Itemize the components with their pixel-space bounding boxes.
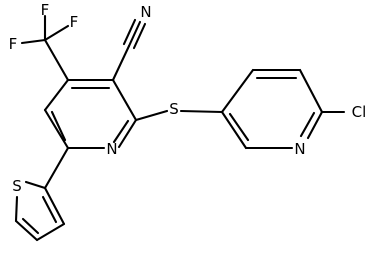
atom-n-nitrile: N <box>140 3 151 21</box>
atom-f-top: F <box>41 1 50 19</box>
bond-th-c2-s <box>24 180 47 190</box>
bond-ring-c2-n1-inner <box>112 119 130 144</box>
bond-cp-c6-n1-inner <box>299 111 316 138</box>
atom-f-left: F <box>9 35 18 53</box>
bond-cp-c3-c4 <box>220 68 255 114</box>
bond-th-c5-c4-inner <box>21 217 40 235</box>
trifluoromethyl-group <box>20 14 70 82</box>
bond-c-f-left <box>20 38 47 45</box>
bond-cp-c2-c3 <box>220 110 248 150</box>
atom-n-pyridine-right: N <box>294 140 305 158</box>
chloropyridine-ring <box>220 68 346 150</box>
thioether-linkage <box>134 109 224 122</box>
pyridine-ring-core <box>43 78 138 150</box>
atom-f-right: F <box>70 13 79 31</box>
bond-cf3-ring <box>43 38 70 82</box>
bond-cp-c2-c3-inner <box>228 112 250 142</box>
atom-n-pyridine-core: N <box>106 140 117 158</box>
bond-nitrile-triple-3 <box>132 22 147 50</box>
bond-c-f-right <box>43 24 70 42</box>
bond-nitrile-triple-2 <box>122 18 137 46</box>
bond-ring-c6-c5 <box>43 108 70 150</box>
bond-nitrile-triple-1 <box>127 20 142 48</box>
bond-th-c3-c2-inner <box>41 195 58 224</box>
bond-cp-c5-c6 <box>298 68 324 114</box>
nitrile-group <box>111 18 147 82</box>
bond-ring-s <box>134 109 169 122</box>
atom-s-thioether: S <box>169 100 179 118</box>
atom-cl: Cl <box>352 103 367 121</box>
bond-s-pyridine <box>179 109 224 114</box>
bond-ring-c5-c4 <box>43 78 70 112</box>
bond-th-c3-c2 <box>43 186 66 226</box>
bond-ring-c6-c5-inner <box>50 110 67 142</box>
bond-pyridine-thiophene <box>43 146 70 190</box>
bond-th-c5-c4 <box>14 219 39 242</box>
bond-ring-nitrile-c <box>111 44 131 82</box>
bond-cp-c6-n1 <box>306 110 324 140</box>
bond-th-s-c5 <box>14 195 19 223</box>
bond-ring-c3-c2 <box>111 78 138 122</box>
bond-th-c4-c3 <box>35 222 66 242</box>
bond-ring-c2-n1 <box>117 118 138 149</box>
atom-s-thiophene: S <box>12 177 22 195</box>
thiophene-ring <box>14 146 70 242</box>
